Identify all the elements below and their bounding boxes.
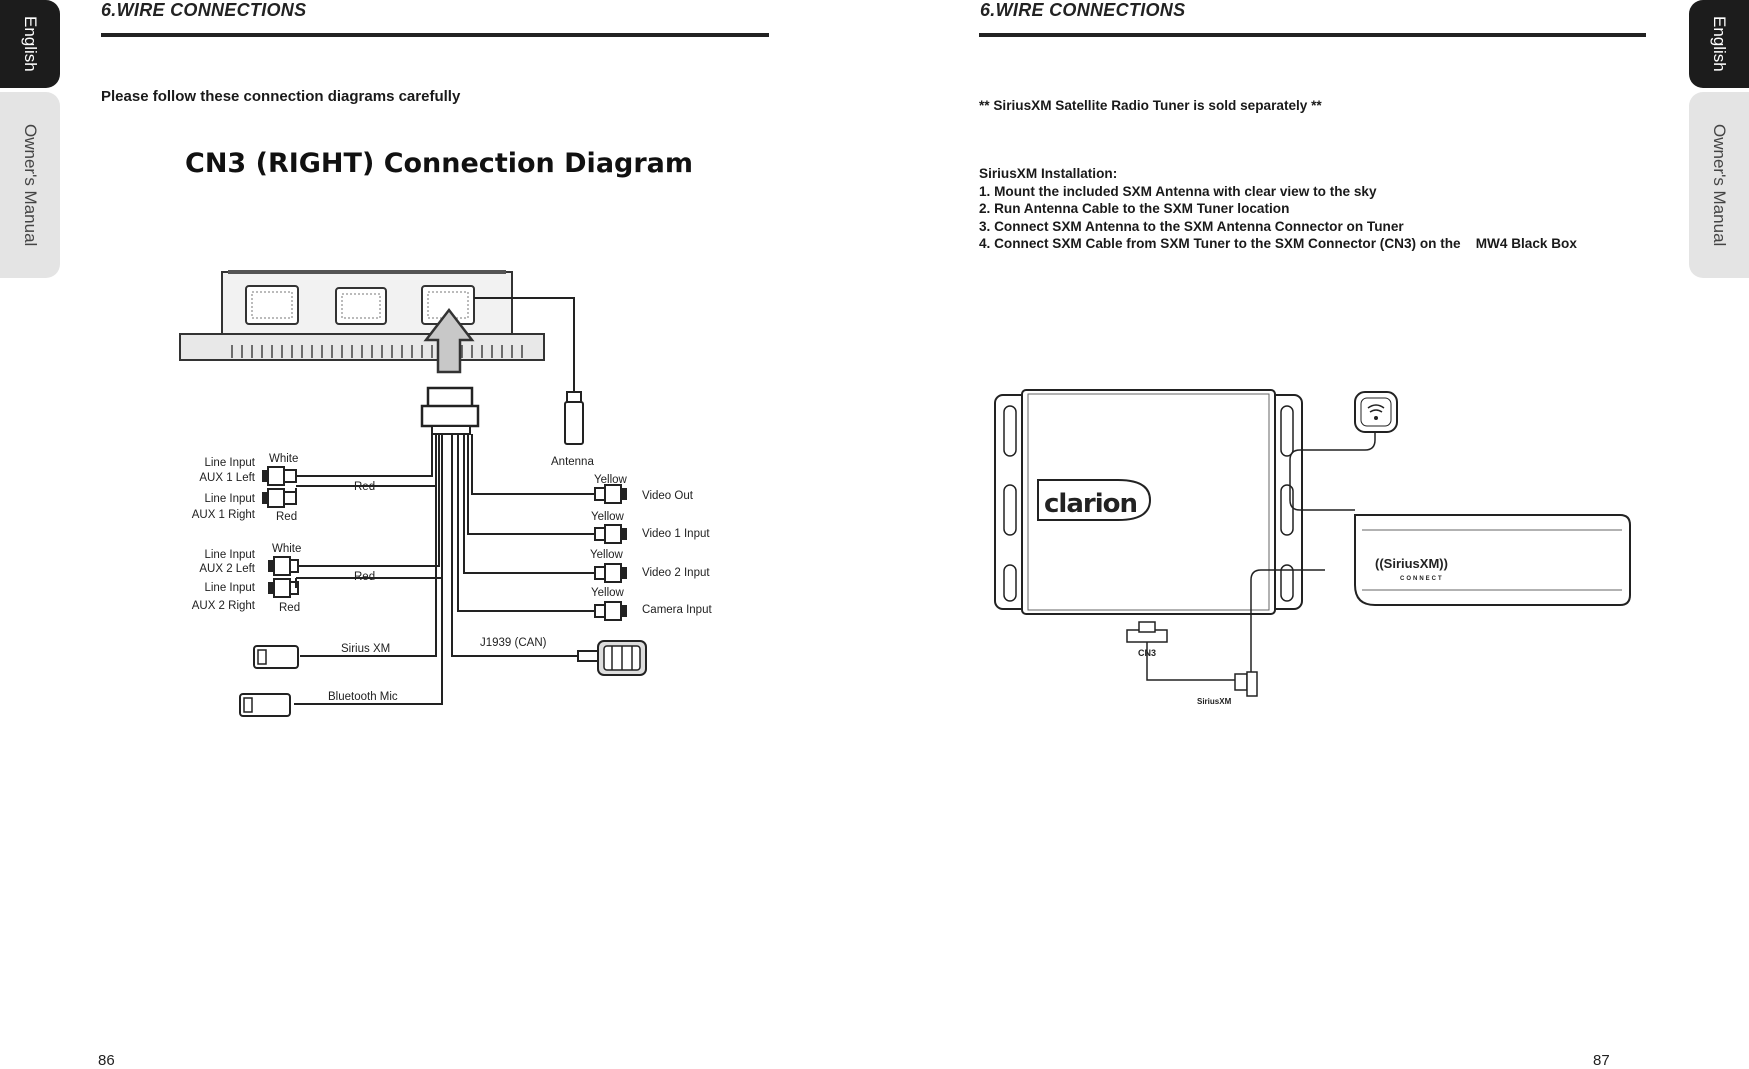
aux2-right-label-line2: AUX 2 Right (192, 600, 256, 612)
cn3-pointer-arrow-icon (423, 307, 475, 374)
language-tab-label: English (1710, 16, 1729, 72)
red-wire-label-2a: Red (354, 571, 375, 583)
siriusxm-installation-illustration: clarion CN3 SiriusXM ((SiriusXM)) CONNEC… (994, 389, 1631, 706)
aux2-left-rca-connector (268, 556, 299, 576)
clarion-black-box: clarion (994, 389, 1303, 615)
bluetooth-mic-label: Bluetooth Mic (328, 691, 398, 703)
red-wire-label-2b: Red (279, 602, 300, 614)
language-tab-left[interactable]: English (0, 0, 60, 88)
sxm-antenna-icon (1354, 391, 1398, 433)
section-title-left: 6.WIRE CONNECTIONS (101, 0, 307, 20)
cn3-connection-diagram: Line Input AUX 1 Left Line Input AUX 1 R… (179, 270, 712, 717)
siriusxm-cable-label: SiriusXM (1197, 697, 1232, 706)
siriusxm-connect-text: CONNECT (1400, 576, 1444, 582)
aux2-left-label-line1: Line Input (204, 549, 255, 561)
language-tab-right[interactable]: English (1689, 0, 1749, 88)
diagram-title: CN3 (RIGHT) Connection Diagram (185, 148, 694, 179)
aux1-left-label-line2: AUX 1 Left (199, 472, 255, 484)
section-title-right: 6.WIRE CONNECTIONS (980, 0, 1186, 20)
page-number-left: 86 (98, 1052, 115, 1069)
sirius-xm-plug (253, 645, 299, 669)
clarion-logo-text: clarion (1044, 489, 1137, 519)
yellow-wire-label-4: Yellow (591, 587, 625, 599)
intro-text: Please follow these connection diagrams … (101, 88, 461, 105)
camera-input-rca-connector (594, 601, 627, 621)
installation-heading: SiriusXM Installation: (979, 166, 1118, 181)
aux1-left-label-line1: Line Input (204, 457, 255, 469)
installation-step: 1. Mount the included SXM Antenna with c… (979, 183, 1377, 199)
title-rule-left (101, 33, 769, 37)
manual-tab-left[interactable]: Owner's Manual (0, 92, 60, 278)
installation-step: 3. Connect SXM Antenna to the SXM Antenn… (979, 218, 1404, 234)
manual-tab-label: Owner's Manual (21, 123, 40, 247)
installation-step: 4. Connect SXM Cable from SXM Tuner to t… (979, 236, 1577, 251)
manual-tab-label: Owner's Manual (1710, 123, 1729, 247)
aux1-right-label-line1: Line Input (204, 493, 255, 505)
title-rule-right (979, 33, 1646, 37)
language-tab-label: English (21, 16, 40, 72)
siriusxm-tuner: ((SiriusXM)) CONNECT (1354, 514, 1631, 606)
yellow-wire-label-3: Yellow (590, 549, 624, 561)
siriusxm-tuner-logo: ((SiriusXM)) (1375, 556, 1448, 571)
aux2-left-label-line2: AUX 2 Left (199, 563, 255, 575)
antenna-label: Antenna (551, 456, 594, 468)
video-out-rca-connector (594, 484, 627, 504)
white-wire-label-1: White (269, 453, 298, 465)
red-wire-label-1b: Red (276, 511, 297, 523)
camera-input-label: Camera Input (642, 604, 712, 616)
aux2-right-label-line1: Line Input (204, 582, 255, 594)
page-number-right: 87 (1593, 1052, 1610, 1069)
video2-input-label: Video 2 Input (642, 567, 710, 579)
aux2-right-rca-connector (268, 578, 299, 598)
red-wire-label-1a: Red (354, 481, 375, 493)
video1-input-rca-connector (594, 524, 627, 544)
yellow-wire-label-1: Yellow (594, 474, 628, 486)
tuner-sold-separately-note: ** SiriusXM Satellite Radio Tuner is sol… (979, 98, 1322, 113)
installation-steps: SiriusXM Installation: 1. Mount the incl… (979, 165, 1577, 253)
bluetooth-mic-plug (239, 693, 291, 717)
mw4-black-box (179, 270, 545, 361)
video1-input-label: Video 1 Input (642, 528, 710, 540)
j1939-label: J1939 (CAN) (480, 637, 547, 649)
video-out-label: Video Out (642, 490, 694, 502)
j1939-can-connector (577, 640, 647, 676)
installation-step: 2. Run Antenna Cable to the SXM Tuner lo… (979, 201, 1290, 216)
aux1-right-label-line2: AUX 1 Right (192, 509, 256, 521)
aux1-right-rca-connector (262, 488, 297, 508)
aux1-left-rca-connector (262, 466, 297, 486)
video2-input-rca-connector (594, 563, 627, 583)
yellow-wire-label-2: Yellow (591, 511, 625, 523)
white-wire-label-2: White (272, 543, 301, 555)
sirius-xm-label: Sirius XM (341, 643, 390, 655)
manual-tab-right[interactable]: Owner's Manual (1689, 92, 1749, 278)
